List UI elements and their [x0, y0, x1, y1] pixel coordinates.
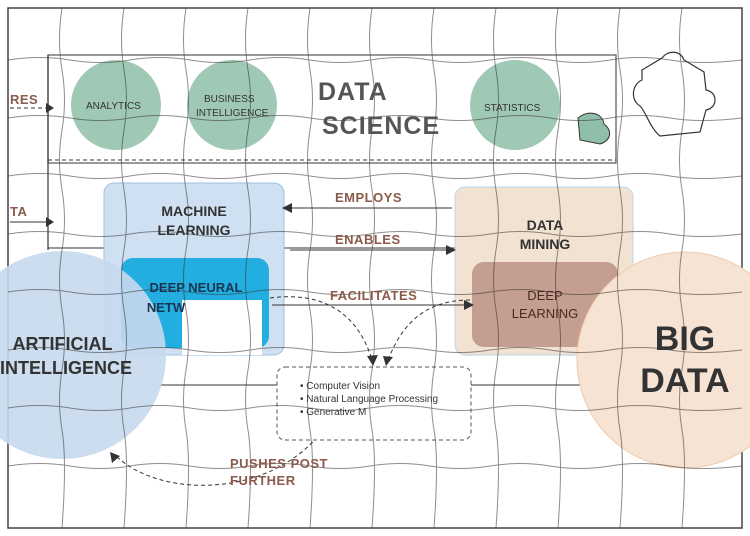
pushes-label-2: FURTHER	[230, 473, 296, 488]
facilitates-arrowhead	[464, 300, 474, 310]
analytics-label: ANALYTICS	[86, 101, 141, 112]
dnn-to-apps-curve	[269, 296, 373, 361]
pushes-curve	[114, 419, 331, 486]
application-text: Generative M	[306, 407, 367, 418]
dl-to-apps-curve	[387, 299, 471, 361]
application-item: • Generative M	[300, 407, 367, 418]
statistics-circle	[470, 60, 560, 150]
left-label-features: RES	[10, 92, 39, 107]
left-label-data: TA	[10, 204, 28, 219]
deep-learning-box	[472, 262, 618, 347]
analytics-circle	[71, 60, 161, 150]
applications-list: • Computer Vision • Natural Language Pro…	[300, 380, 438, 419]
data-mining-label-1: DATA	[526, 217, 564, 233]
deep-neural-label-1: DEEP NEURAL	[149, 280, 243, 295]
left-arrowhead-2	[46, 217, 54, 227]
intelligence-label: INTELLIGENCE	[196, 108, 269, 119]
deep-learning-label-1: DEEP	[527, 288, 563, 303]
employs-arrowhead	[282, 203, 292, 213]
puzzle-grid	[7, 7, 743, 529]
application-text: Natural Language Processing	[306, 394, 439, 405]
big-data-label-2: DATA	[640, 362, 730, 400]
dnn-to-apps-arrowhead	[367, 355, 378, 366]
dl-to-apps-arrowhead	[383, 356, 393, 366]
deep-learning-label-2: LEARNING	[511, 306, 579, 321]
data-science-title-1: DATA	[318, 78, 388, 106]
puzzle-fragment	[577, 112, 610, 145]
enables-arrowhead	[446, 245, 456, 255]
deep-neural-label-2: NETW	[146, 300, 186, 315]
business-intelligence-circle	[187, 60, 277, 150]
statistics-label: STATISTICS	[484, 103, 541, 114]
machine-learning-label-2: LEARNING	[157, 222, 231, 238]
big-data-label-1: BIG	[654, 320, 716, 358]
application-item: • Natural Language Processing	[300, 394, 439, 405]
machine-learning-label-1: MACHINE	[161, 203, 227, 219]
business-label: BUSINESS	[204, 94, 255, 105]
employs-label: EMPLOYS	[335, 190, 403, 205]
floating-puzzle-piece	[632, 51, 716, 137]
facilitates-label: FACILITATES	[330, 288, 418, 303]
ai-label-2: INTELLIGENCE	[0, 358, 133, 378]
enables-label: ENABLES	[335, 232, 401, 247]
data-science-title-2: SCIENCE	[322, 112, 441, 140]
application-item: • Computer Vision	[300, 381, 381, 392]
ai-circle	[0, 251, 166, 459]
left-arrowhead-1	[46, 103, 54, 113]
data-mining-label-2: MINING	[519, 236, 571, 252]
pushes-label-1: PUSHES POST	[230, 456, 328, 471]
pushes-arrowhead	[110, 452, 120, 463]
applications-box	[276, 366, 472, 441]
puzzle-hole	[182, 300, 262, 355]
ai-label-1: ARTIFICIAL	[12, 334, 113, 354]
application-text: Computer Vision	[306, 381, 381, 392]
